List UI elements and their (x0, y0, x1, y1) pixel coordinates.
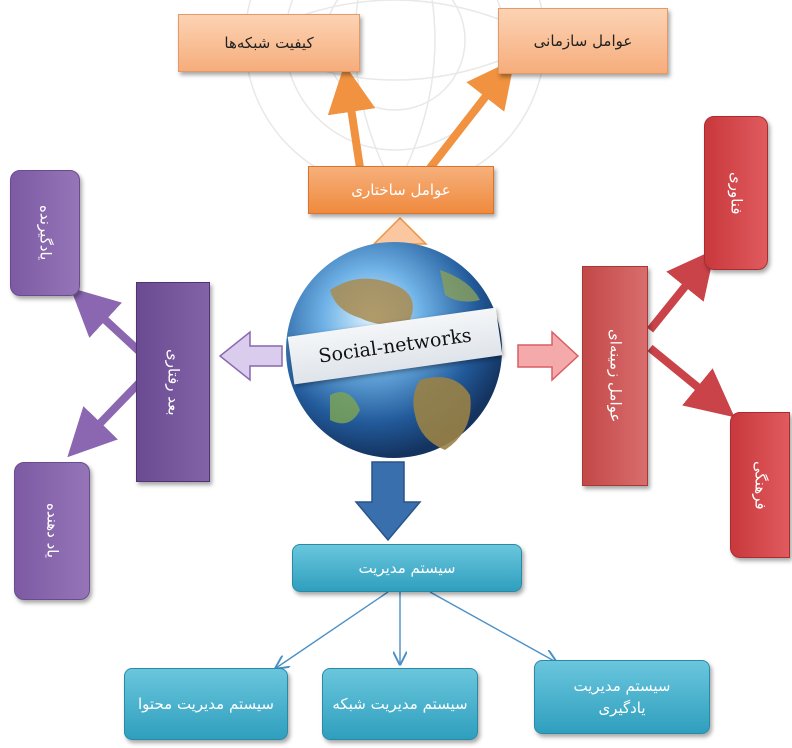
teacher-box: یاد دهنده (14, 462, 90, 600)
line-to-learning-system (429, 591, 556, 662)
behavioral-box: بعد رفتاری (136, 282, 210, 482)
learner-label: یادگیرنده (36, 205, 55, 261)
behavioral-label: بعد رفتاری (164, 348, 183, 416)
arrow-to-learner (70, 287, 143, 355)
learning-system-box: سیستم مدیریت یادگیری (534, 660, 710, 734)
content-system-label: سیستم مدیریت محتوا (138, 694, 274, 713)
management-system-label: سیستم مدیریت (358, 558, 456, 577)
management-system-box: سیستم مدیریت (292, 544, 522, 592)
learning-system-label-line2: یادگیری (598, 699, 646, 717)
network-quality-box: کیفیت شبکه‌ها (178, 14, 360, 72)
foundational-label: عوامل زمینه‌ای (606, 329, 625, 423)
arrow-to-teacher (67, 379, 143, 458)
arrow-to-organizational (426, 59, 515, 171)
structural-box: عوامل ساختاری (308, 166, 494, 214)
network-system-label: سیستم مدیریت شبکه (332, 694, 468, 713)
left-block-arrow (218, 330, 283, 382)
structural-label: عوامل ساختاری (351, 180, 451, 199)
right-block-arrow (517, 330, 580, 382)
technology-box: فناوری (704, 116, 768, 270)
learning-system-label-line1: سیستم مدیریت (573, 676, 671, 695)
network-system-box: سیستم مدیریت شبکه (322, 668, 478, 740)
organizational-label: عوامل سازمانی (533, 31, 633, 50)
arrow-to-network-quality (327, 64, 376, 169)
cultural-box: فرهنگی (730, 412, 790, 558)
arrow-to-technology (646, 249, 716, 333)
network-quality-label: کیفیت شبکه‌ها (224, 33, 314, 52)
cultural-label: فرهنگی (751, 460, 770, 510)
teacher-label: یاد دهنده (43, 503, 62, 559)
line-to-content-system (276, 591, 389, 668)
down-block-arrow (354, 461, 422, 542)
technology-label: فناوری (727, 171, 746, 215)
foundational-box: عوامل زمینه‌ای (582, 266, 648, 486)
organizational-box: عوامل سازمانی (498, 8, 668, 74)
content-system-box: سیستم مدیریت محتوا (124, 668, 288, 740)
arrow-to-cultural (647, 344, 735, 418)
learner-box: یادگیرنده (10, 170, 80, 296)
